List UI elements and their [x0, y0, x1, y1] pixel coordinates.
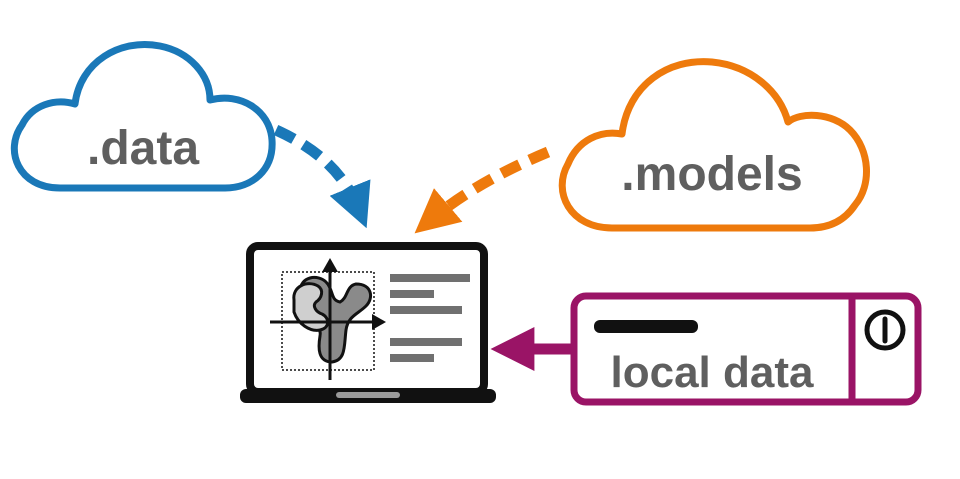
- document-lines: [390, 274, 470, 362]
- cloud-shape: [10, 41, 276, 192]
- data-cloud: .data: [10, 41, 276, 192]
- local-data-drive: local data: [570, 292, 922, 406]
- power-icon: [864, 309, 906, 351]
- text-line: [390, 338, 462, 346]
- laptop-notch: [336, 392, 400, 398]
- laptop: [240, 242, 496, 403]
- text-line: [390, 274, 470, 282]
- models-to-laptop-arrow: [414, 146, 551, 234]
- data-to-laptop-arrow: [273, 124, 371, 229]
- drive-slot: [594, 320, 698, 333]
- local-data-label: local data: [611, 348, 814, 397]
- text-line: [390, 290, 434, 298]
- models-cloud-label: .models: [621, 148, 802, 201]
- text-line: [390, 354, 434, 362]
- text-line: [390, 306, 462, 314]
- data-cloud-label: .data: [87, 122, 199, 175]
- protein-structure-icon: [270, 258, 386, 380]
- cloud-shape: [558, 58, 870, 232]
- models-cloud: .models: [558, 58, 870, 232]
